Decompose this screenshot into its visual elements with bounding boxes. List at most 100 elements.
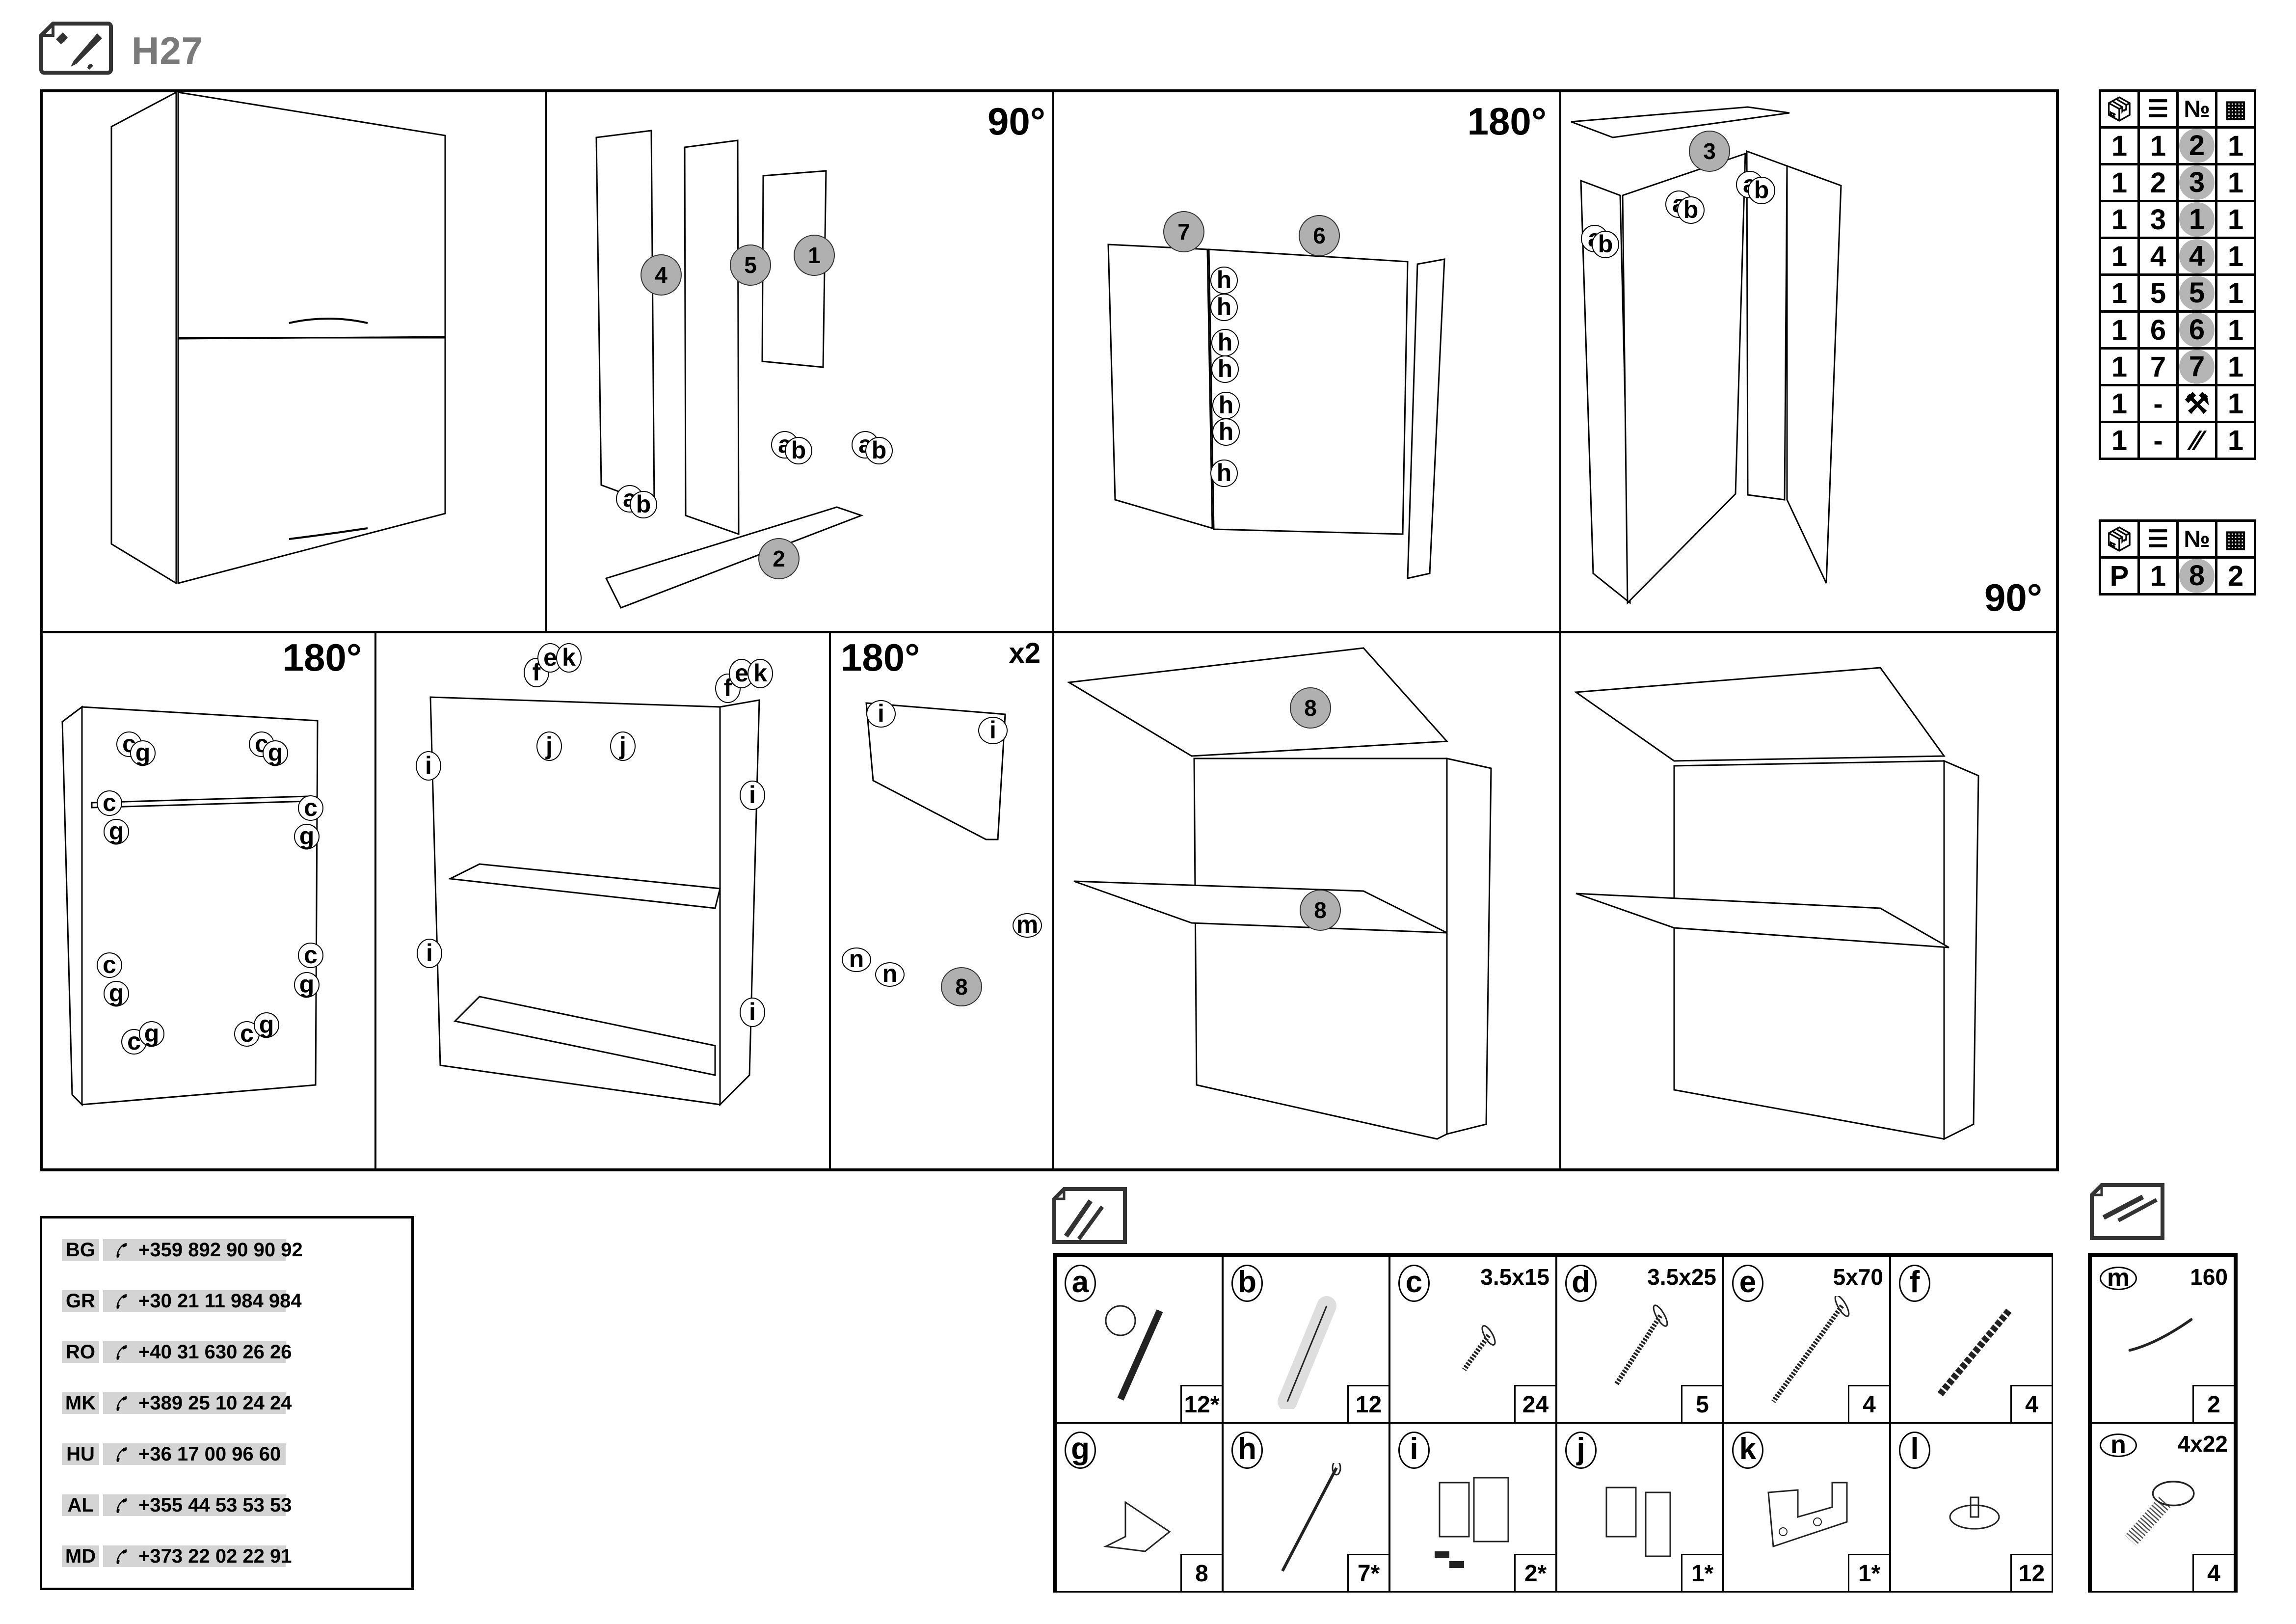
hardware-item: m 160 2 <box>2090 1255 2235 1424</box>
phone-number[interactable]: +389 25 10 24 24 <box>138 1392 292 1414</box>
divider <box>43 631 2057 633</box>
box-icon: 📦︎ <box>2099 89 2140 129</box>
hardware-size: 4x22 <box>2177 1431 2228 1457</box>
part-badge: 2 <box>758 538 800 579</box>
fronts-table-header: 📦︎ ☰ № ▦ <box>2099 519 2256 559</box>
fitting-label: i <box>866 700 896 728</box>
step-6-drawing <box>429 696 760 1107</box>
country-code: GR <box>62 1290 99 1312</box>
phone-field: +373 22 02 22 91 <box>103 1545 292 1567</box>
qty-cell: 1 <box>2215 310 2256 350</box>
phone-number[interactable]: +373 22 02 22 91 <box>138 1545 292 1567</box>
fitting-label: i <box>740 998 765 1027</box>
hardware-letter: n <box>2100 1432 2137 1458</box>
country-code: RO <box>62 1341 99 1363</box>
phone-number[interactable]: +36 17 00 96 60 <box>138 1443 281 1465</box>
layer-cell: 6 <box>2137 310 2179 350</box>
part-no-cell: 7 <box>2176 347 2217 386</box>
fitting-label: g <box>104 819 129 844</box>
phone-icon <box>116 1345 127 1360</box>
fitting-label: h <box>1210 460 1238 487</box>
hardware-item: h 7* <box>1222 1422 1390 1593</box>
divider <box>1559 92 1561 631</box>
divider <box>374 631 376 1170</box>
part-badge: 3 <box>2179 165 2215 200</box>
part-badge: 4 <box>2179 239 2215 273</box>
hardware-qty: 4 <box>2192 1554 2234 1591</box>
fitting-label: b <box>1748 177 1775 204</box>
screw-icon <box>1614 1304 1668 1386</box>
fitting-label: n <box>875 961 905 987</box>
tools-icon: ⚒ <box>2176 384 2217 423</box>
fitting-label: c <box>121 1029 147 1055</box>
hardware-qty: 2* <box>1514 1554 1555 1591</box>
hardware-qty: 12 <box>2010 1554 2052 1591</box>
layer-cell: 1 <box>2137 126 2179 165</box>
hardware-letter: m <box>2100 1265 2137 1291</box>
part-badge: 5 <box>730 244 771 286</box>
qty-cell: 2 <box>2215 556 2256 595</box>
fitting-label: b <box>785 437 812 464</box>
part-no-cell: 5 <box>2176 273 2217 313</box>
qty-cell: 1 <box>2215 200 2256 239</box>
phone-icon <box>116 1243 127 1258</box>
phone-number[interactable]: +355 44 53 53 53 <box>138 1494 292 1516</box>
long-screw-icon <box>1771 1296 1850 1403</box>
hardware-size: 3.5x15 <box>1480 1264 1549 1290</box>
country-code: MK <box>62 1392 99 1414</box>
numbered-boxes-icon: ▦ <box>2215 89 2256 129</box>
step-3-drawing <box>1107 244 1445 579</box>
corner-bracket-icon <box>1103 1501 1171 1552</box>
part-badge: 8 <box>1300 890 1341 931</box>
fitting-label: n <box>842 947 871 972</box>
part-badge: 1 <box>2179 202 2215 237</box>
part-no-cell: 6 <box>2176 310 2217 350</box>
fitting-label: b <box>630 491 657 518</box>
part-badge: 8 <box>941 967 982 1006</box>
phone-icon <box>116 1498 127 1513</box>
assembly-steps-frame: 90° 4 5 1 2 a b a b a b 180° <box>40 89 2059 1171</box>
step-7-drawing <box>865 702 1006 840</box>
hardware-qty: 1* <box>1848 1554 1889 1591</box>
step-8-panel: 8 8 <box>1054 633 1559 1170</box>
table-row: 1-⚒1 <box>2099 384 2256 423</box>
hardware-package-icon <box>1051 1187 1130 1245</box>
rotation-label: 180° <box>1467 100 1547 143</box>
hardware-letter: j <box>1565 1432 1597 1469</box>
machine-screw-icon <box>2125 1481 2195 1546</box>
step-5-drawing <box>61 705 319 1107</box>
fitting-label: i <box>417 939 442 968</box>
country-code: BG <box>62 1239 99 1261</box>
phone-number[interactable]: +40 31 630 26 26 <box>138 1341 292 1363</box>
phone-number[interactable]: +359 892 90 90 92 <box>138 1239 303 1261</box>
qty-cell: 1 <box>2215 273 2256 313</box>
box-cell: 1 <box>2099 310 2140 350</box>
hardware-size: 160 <box>2190 1264 2228 1290</box>
phone-number[interactable]: +30 21 11 984 984 <box>138 1290 302 1312</box>
layer-cell: - <box>2137 384 2179 423</box>
hardware-qty: 2 <box>2192 1385 2234 1422</box>
hardware-qty: 12 <box>1347 1385 1388 1422</box>
support-contacts: BG+359 892 90 90 92 GR+30 21 11 984 984 … <box>40 1216 414 1590</box>
hardware-qty: 24 <box>1514 1385 1555 1422</box>
box-cell: 1 <box>2099 163 2140 202</box>
layer-cell: 5 <box>2137 273 2179 313</box>
hardware-qty: 7* <box>1347 1554 1388 1591</box>
fitting-label: c <box>298 943 323 968</box>
fitting-label: g <box>104 981 129 1006</box>
hardware-letter: h <box>1231 1432 1263 1469</box>
phone-field: +355 44 53 53 53 <box>103 1494 292 1516</box>
fitting-label: h <box>1212 392 1240 419</box>
fitting-label: c <box>97 790 122 816</box>
fitting-label: g <box>254 1012 279 1038</box>
hardware-letter: f <box>1899 1265 1930 1302</box>
